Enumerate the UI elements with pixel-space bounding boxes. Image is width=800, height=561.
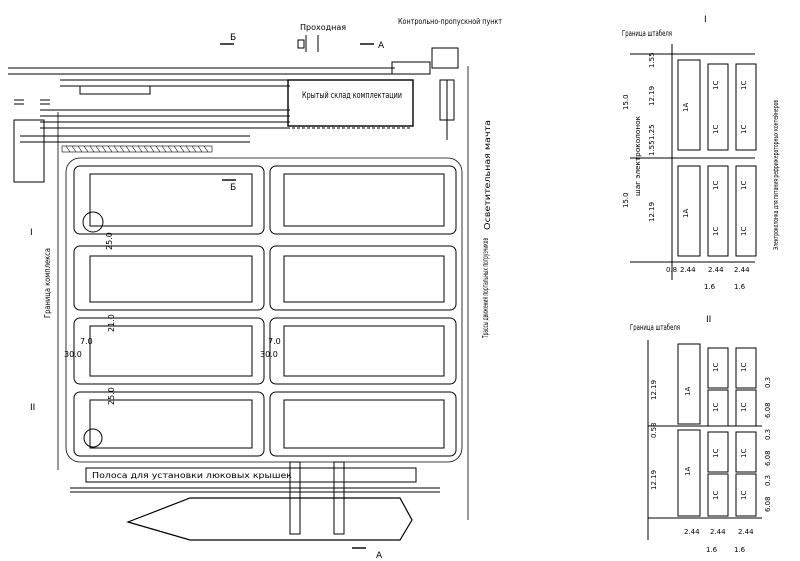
dim-30-mid: 30.0 [260, 350, 278, 359]
detail-II-cell-2: 1С [712, 363, 720, 372]
detail-I-cell-3: 1С [712, 125, 720, 134]
detail-II-hdim-5: 1.6 [734, 546, 746, 554]
detail-I-cell-5: 1С [740, 125, 748, 134]
detail-I-cell-2: 1С [712, 81, 720, 90]
storage-blocks [73, 165, 457, 457]
detail-II-hdim-3: 2.44 [738, 528, 754, 536]
detail-I-dim-3: 1.55 [648, 140, 656, 156]
detail-II-stack-boundary: Граница штабеля [630, 323, 680, 332]
checkpoint-label: Проходная [300, 23, 346, 32]
detail-I-cell-7: 1С [712, 181, 720, 190]
detail-II-dim-3: 12.19 [650, 470, 658, 490]
dim-7-mid: 7.0 [268, 337, 281, 346]
detail-II-hdim-2: 2.44 [710, 528, 726, 536]
detail-I-cell-6: 1А [682, 209, 690, 218]
detail-II-cell-7: 1С [712, 449, 720, 458]
gate-area [297, 35, 459, 140]
detail-II-hdim-4: 1.6 [706, 546, 718, 554]
section-b-mid-label: Б [230, 183, 236, 193]
detail-II-dim-6: 0.3 [764, 429, 772, 440]
ship-hull [126, 497, 413, 541]
detail-II-cell-8: 1С [712, 491, 720, 500]
control-point-label: Контрольно-пропускной пункт [398, 17, 502, 26]
detail-II-hdim-1: 2.44 [684, 528, 700, 536]
section-marks [220, 43, 374, 549]
detail-I-stack-boundary: Граница штабеля [622, 29, 672, 38]
detail-II-dim-1: 12.19 [650, 380, 658, 400]
detail-II-cell-4: 1С [740, 363, 748, 372]
section-a-bottom-label: А [376, 551, 383, 561]
detail-I-dim-4: 1.25 [648, 124, 656, 140]
detail-I-dim-5: 12.19 [648, 202, 656, 222]
detail-II-cell-3: 1С [712, 403, 720, 412]
callout-circle-I [82, 211, 104, 233]
detail-II-cell-9: 1С [740, 449, 748, 458]
warehouse: Крытый склад комплектации [287, 79, 414, 129]
detail-I-cell-1: 1А [682, 103, 690, 112]
detail-I-hdim-5: 1.6 [704, 283, 716, 291]
detail-I-dim-6: 15.0 [622, 94, 630, 110]
detail-II-dim-5: 6.08 [764, 402, 772, 418]
railway-tracks [8, 67, 395, 183]
hatch-strip [85, 467, 417, 483]
dim-25-top: 25.0 [105, 232, 114, 250]
detail-II-title: II [706, 315, 711, 325]
detail-I-cell-8: 1С [712, 227, 720, 236]
detail-I-dim-1: 1.55 [648, 52, 656, 68]
dim-30-left: 30.0 [64, 350, 82, 359]
dim-7-left: 7.0 [80, 337, 93, 346]
detail-II-cell-1: 1А [684, 387, 692, 396]
section-b-top-label: Б [230, 33, 236, 43]
detail-I-column-step: шаг электроколонок [634, 116, 642, 196]
detail-II-dim-8: 0.3 [764, 475, 772, 486]
detail-I-hdim-2: 2.44 [680, 266, 696, 274]
detail-II-dim-7: 6.08 [764, 450, 772, 466]
detail-I-cell-9: 1С [740, 181, 748, 190]
hatched-strip [61, 145, 213, 153]
detail-II-dim-9: 6.08 [764, 496, 772, 512]
detail-I-hdim-4: 2.44 [734, 266, 750, 274]
dim-21: 21.0 [107, 314, 116, 332]
detail-I: I Граница штабеля 1А 1С 1С 1С 1С 1А 1С 1… [622, 15, 780, 291]
loader-route [65, 157, 463, 463]
callout-I-label: I [30, 228, 33, 238]
detail-II-cell-10: 1С [740, 491, 748, 500]
dim-25-bottom: 25.0 [107, 387, 116, 405]
detail-II-dim-4: 0.3 [764, 377, 772, 388]
detail-I-dim-7: 15.0 [622, 192, 630, 208]
detail-I-cell-4: 1С [740, 81, 748, 90]
warehouse-label-1: Крытый склад комплектации [302, 91, 402, 101]
detail-I-hdim-6: 1.6 [734, 283, 746, 291]
detail-I-power-columns: Электроколонка для питания рефрижераторн… [772, 100, 780, 250]
detail-I-hdim-3: 2.44 [708, 266, 724, 274]
detail-I-dim-2: 12.19 [648, 86, 656, 106]
main-plan: Крытый склад комплектации Проходная Конт… [8, 17, 502, 561]
detail-I-cell-10: 1С [740, 227, 748, 236]
loader-routes-label: Трассы движения портальных погрузчиков [481, 238, 490, 339]
callout-II-label: II [30, 403, 35, 413]
detail-II-dim-2: 0.53 [650, 422, 658, 438]
detail-I-hdim-1: 0.8 [666, 266, 677, 274]
complex-boundary-label: Граница комплекса [43, 248, 52, 318]
detail-II-cell-6: 1А [684, 467, 692, 476]
lighting-mast-label: Осветительная мачта [483, 120, 492, 230]
detail-II-cell-5: 1С [740, 403, 748, 412]
detail-I-title: I [704, 15, 707, 25]
section-a-top-label: А [378, 41, 385, 51]
complex-boundary [57, 66, 469, 520]
detail-II: II Граница штабеля 1А 1С 1С 1С 1С 1А 1С … [630, 315, 772, 554]
hatch-strip-label: Полоса для установки люковых крышек [92, 471, 292, 480]
callout-circle-II [83, 428, 103, 448]
